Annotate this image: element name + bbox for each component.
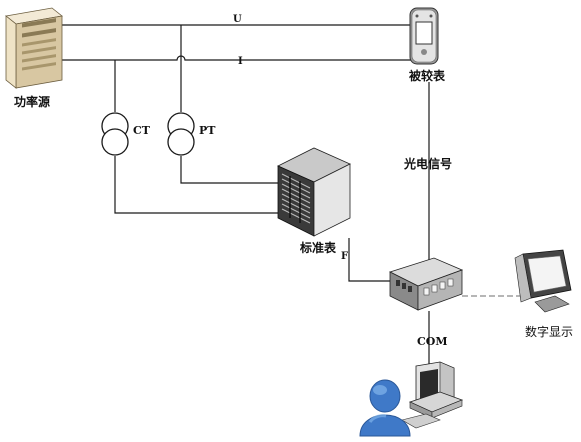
pt-icon — [167, 112, 195, 156]
ct-bottom-lead — [114, 156, 283, 214]
power-source-label: 功率源 — [14, 94, 50, 109]
standard-meter-label: 标准表 — [299, 240, 337, 255]
pt-label: PT — [199, 124, 216, 137]
computer-icon — [401, 361, 464, 429]
optical-signal-label: 光电信号 — [403, 156, 452, 171]
hub-icon — [388, 257, 464, 311]
wires — [62, 24, 430, 365]
meter-under-test-icon — [409, 7, 439, 65]
meter-under-test-label: 被较表 — [409, 68, 446, 83]
ct-icon — [101, 112, 129, 156]
i-line-label: I — [238, 56, 243, 67]
user-icon — [359, 379, 411, 437]
ct-label: CT — [133, 124, 151, 137]
pt-bottom-lead — [180, 156, 283, 184]
u-line-label: U — [233, 14, 242, 25]
monitor-icon — [514, 249, 572, 313]
f-line — [348, 238, 392, 282]
f-line-label: F — [341, 251, 348, 262]
digital-display-label: 数字显示 — [525, 324, 573, 339]
com-label: COM — [417, 335, 448, 348]
power-source-icon — [5, 7, 63, 89]
i-line — [62, 55, 412, 61]
standard-meter-icon — [277, 147, 351, 237]
